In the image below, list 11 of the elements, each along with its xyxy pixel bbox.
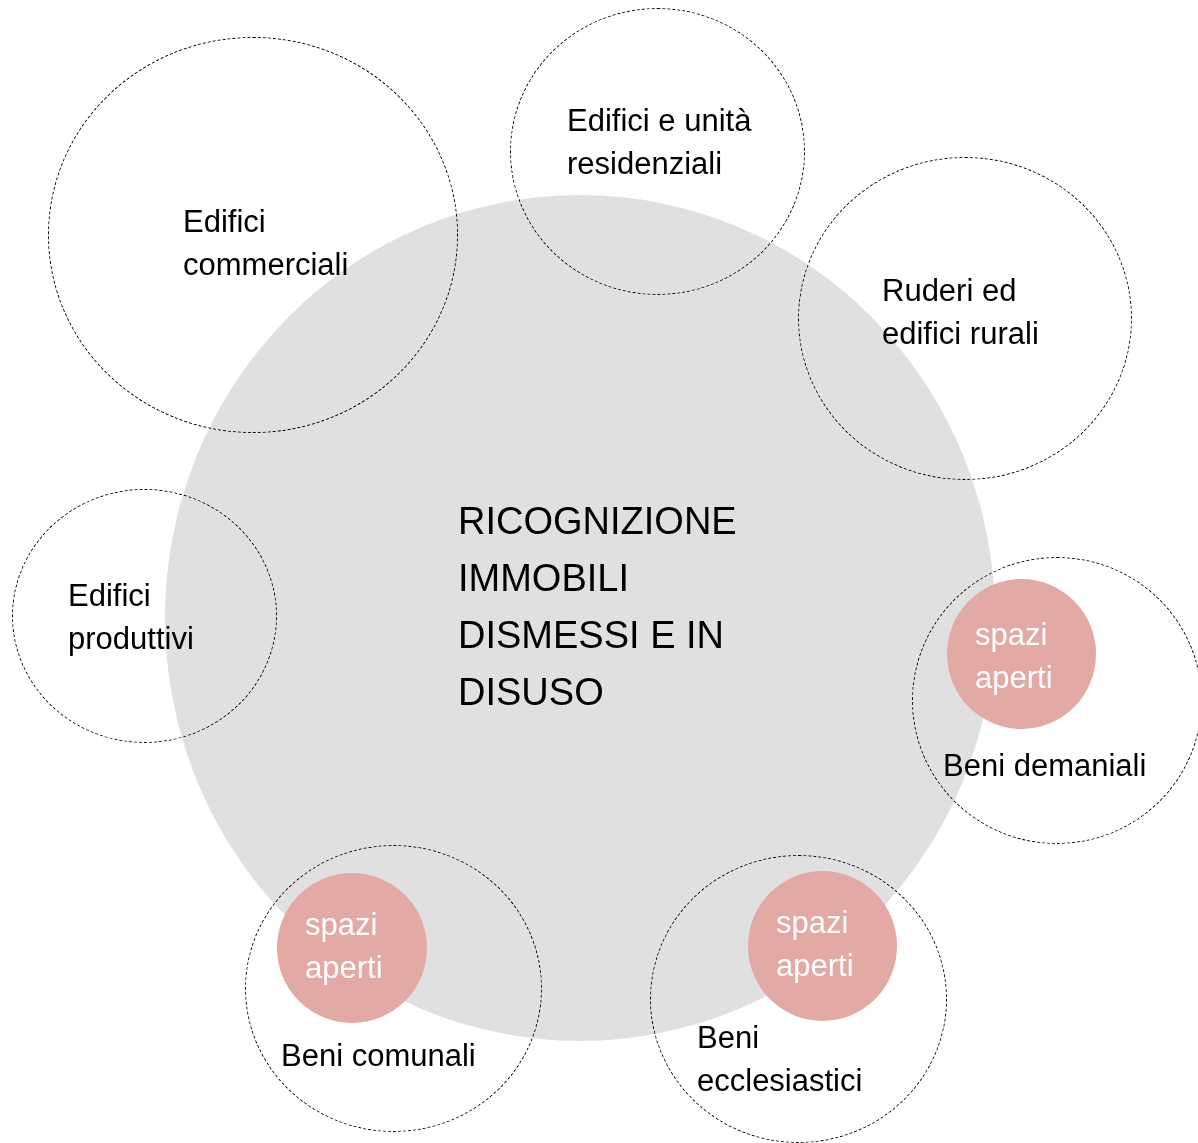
node-label: Edifici commerciali: [183, 203, 350, 284]
diagram-title-label: RICOGNIZIONE IMMOBILI DISMESSI E IN DISUSO: [458, 499, 738, 715]
node-label: spazi aperti: [305, 906, 384, 987]
node-label: Beni demaniali: [943, 747, 1148, 785]
node-label: Beni ecclesiastici: [697, 1019, 864, 1100]
node-label: Edifici produttivi: [68, 577, 195, 658]
node-label: Beni comunali: [281, 1037, 477, 1075]
node-label: Ruderi ed edifici rurali: [882, 272, 1040, 353]
node-label: Edifici e unità residenziali: [567, 102, 753, 183]
node-label: spazi aperti: [776, 904, 855, 985]
node-label: spazi aperti: [975, 616, 1054, 697]
